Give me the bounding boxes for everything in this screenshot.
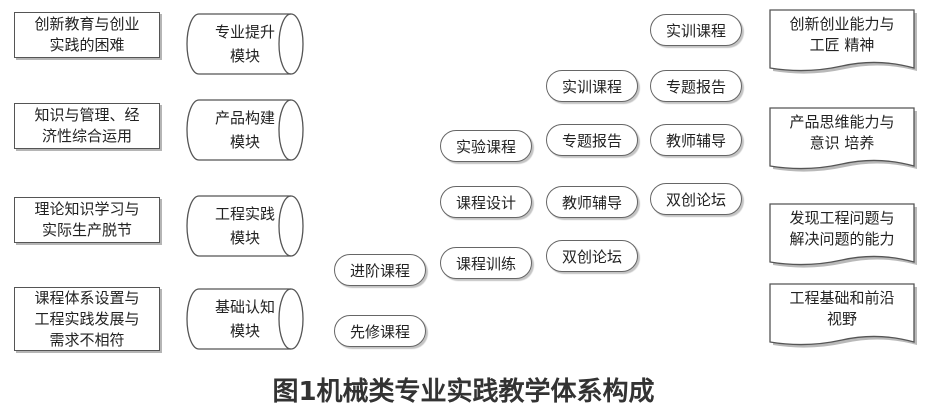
problem-box-curriculum: 课程体系设置与 工程实践发展与 需求不相符 — [14, 287, 160, 351]
document-shape — [769, 9, 917, 74]
problem-box-innovation: 创新教育与创业 实践的困难 — [14, 12, 160, 58]
course-teacher-guidance: 教师辅导 — [546, 186, 638, 218]
course-prerequisite: 先修课程 — [334, 315, 426, 347]
cylinder-shape — [186, 13, 304, 75]
outcome-innovation-spirit: 创新创业能力与 工匠 精神 — [789, 15, 895, 54]
outcome-problem-solving: 发现工程问题与 解决问题的能力 — [789, 209, 895, 248]
course-practical-training-upper: 实训课程 — [650, 14, 742, 46]
module-basic-cognition: 基础认知 模块 — [214, 298, 275, 340]
course-practical-training: 实训课程 — [546, 70, 638, 102]
outcome-documents — [769, 9, 917, 348]
figure-caption: 图1机械类专业实践教学体系构成 — [272, 377, 655, 407]
cylinder-shape — [186, 288, 304, 350]
document-shape — [769, 203, 917, 268]
outcome-product-thinking: 产品思维能力与 意识 培养 — [789, 113, 895, 152]
document-shape — [769, 283, 917, 348]
cylinder-shape — [186, 99, 304, 161]
course-innovation-forum: 双创论坛 — [546, 240, 638, 272]
course-advanced: 进阶课程 — [334, 254, 426, 286]
outcome-engineering-foundation: 工程基础和前沿 视野 — [789, 289, 895, 328]
course-topic-report: 专题报告 — [546, 124, 638, 156]
module-product-building: 产品构建 模块 — [214, 109, 275, 151]
course-design: 课程设计 — [440, 186, 532, 218]
module-engineering-practice: 工程实践 模块 — [214, 205, 275, 247]
problem-box-theory: 理论知识学习与 实际生产脱节 — [14, 197, 160, 243]
module-professional-upgrade: 专业提升 模块 — [214, 23, 275, 65]
module-cylinders — [186, 13, 304, 350]
course-training: 课程训练 — [440, 247, 532, 279]
problem-box-knowledge: 知识与管理、经 济性综合运用 — [14, 103, 160, 149]
course-experiment: 实验课程 — [440, 130, 532, 162]
document-shape — [769, 107, 917, 172]
course-topic-report-upper: 专题报告 — [650, 70, 742, 102]
course-teacher-guidance-upper: 教师辅导 — [650, 124, 742, 156]
cylinder-shape — [186, 195, 304, 257]
course-innovation-forum-upper: 双创论坛 — [650, 183, 742, 215]
